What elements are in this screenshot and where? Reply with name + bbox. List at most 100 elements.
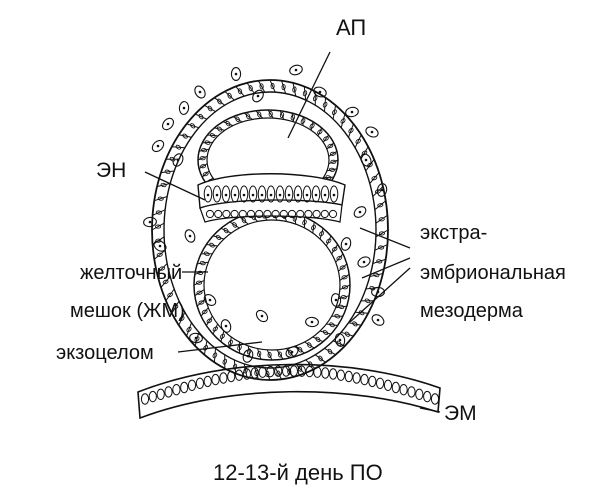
cell-nucleus bbox=[207, 194, 210, 197]
ring-link bbox=[223, 122, 233, 126]
cell-nucleus bbox=[345, 243, 348, 246]
cell-nucleus bbox=[189, 235, 192, 238]
cell-nucleus bbox=[339, 339, 342, 342]
ring-link bbox=[247, 83, 254, 94]
ring-link bbox=[327, 169, 337, 171]
ring-link bbox=[325, 98, 326, 112]
cell-nucleus bbox=[288, 194, 291, 197]
ring-link bbox=[292, 113, 294, 122]
label-extraembryonic-1: экстра- bbox=[420, 222, 487, 244]
ring-link bbox=[157, 184, 170, 187]
ring-link bbox=[349, 323, 362, 326]
cell-nucleus bbox=[159, 245, 162, 248]
ring-link bbox=[154, 250, 165, 259]
label-extraembryonic-2: эмбриональная bbox=[420, 262, 566, 284]
cell-nucleus bbox=[365, 159, 368, 162]
cell-nucleus bbox=[270, 194, 273, 197]
label-yolk-sac-2: мешок (ЖМ) bbox=[70, 300, 185, 322]
cell-nucleus bbox=[209, 299, 212, 302]
ring-link bbox=[187, 124, 199, 128]
label-ap: АП bbox=[336, 17, 366, 39]
cell-nucleus bbox=[306, 194, 309, 197]
cell-nucleus bbox=[297, 194, 300, 197]
cell-nucleus bbox=[195, 337, 198, 340]
cell-nucleus bbox=[319, 91, 322, 94]
ring-link bbox=[311, 122, 313, 131]
cell-nucleus bbox=[257, 95, 260, 98]
cell-nucleus bbox=[183, 107, 186, 110]
cell-nucleus bbox=[177, 159, 180, 162]
ring-link bbox=[214, 128, 225, 130]
label-exocoelom: экзоцелом bbox=[56, 342, 154, 364]
ring-link bbox=[213, 236, 224, 239]
cell-nucleus bbox=[279, 194, 282, 197]
cell-nucleus bbox=[225, 194, 228, 197]
cell-nucleus bbox=[333, 194, 336, 197]
ring-link bbox=[236, 87, 245, 97]
ring-link bbox=[376, 215, 388, 223]
ring-link bbox=[199, 149, 209, 151]
ring-link bbox=[179, 135, 192, 138]
cell-nucleus bbox=[311, 321, 314, 324]
cell-nucleus bbox=[335, 299, 338, 302]
figure-caption: 12-13-й день ПО bbox=[213, 462, 383, 484]
cell-nucleus bbox=[235, 73, 238, 76]
cell-nucleus bbox=[377, 319, 380, 322]
label-em: ЭМ bbox=[444, 403, 477, 425]
ring-link bbox=[152, 223, 164, 230]
cell-nucleus bbox=[167, 123, 170, 126]
ring-link bbox=[172, 147, 185, 148]
label-yolk-sac-1: желточный bbox=[80, 262, 182, 284]
label-en: ЭН bbox=[96, 160, 126, 182]
yolk-sac-links bbox=[194, 210, 350, 360]
ring-link bbox=[340, 274, 349, 280]
cell-nucleus bbox=[261, 315, 264, 318]
ring-link bbox=[341, 114, 345, 128]
cell-nucleus bbox=[157, 145, 160, 148]
cell-nucleus bbox=[199, 91, 202, 94]
cell-nucleus bbox=[351, 111, 354, 114]
ring-link bbox=[375, 201, 386, 210]
ring-link bbox=[202, 142, 213, 143]
cell-nucleus bbox=[247, 355, 250, 358]
ring-link bbox=[197, 262, 208, 264]
embryonic-disc bbox=[198, 174, 345, 222]
ring-link bbox=[318, 128, 322, 136]
endometrium-band bbox=[138, 364, 440, 418]
ring-link bbox=[326, 324, 337, 326]
ring-link bbox=[313, 222, 314, 233]
ring-link bbox=[277, 350, 283, 359]
cell-nucleus bbox=[315, 194, 318, 197]
cell-nucleus bbox=[295, 69, 298, 72]
cell-nucleus bbox=[261, 194, 264, 197]
cell-nucleus bbox=[363, 261, 366, 264]
cell-nucleus bbox=[291, 351, 294, 354]
ring-link bbox=[320, 331, 331, 334]
ring-link bbox=[370, 173, 379, 184]
cell-nucleus bbox=[234, 194, 237, 197]
cell-nucleus bbox=[225, 325, 228, 328]
label-extraembryonic-3: мезодерма bbox=[420, 300, 523, 322]
ring-link bbox=[320, 228, 323, 239]
ring-link bbox=[195, 290, 204, 296]
cell-nucleus bbox=[371, 131, 374, 134]
ring-link bbox=[333, 105, 336, 119]
ring-link bbox=[214, 348, 215, 362]
ring-link bbox=[207, 135, 218, 136]
cell-nucleus bbox=[216, 194, 219, 197]
ring-link bbox=[304, 87, 305, 101]
cell-nucleus bbox=[252, 194, 255, 197]
cell-nucleus bbox=[359, 211, 362, 214]
yolk-sac-ring bbox=[194, 210, 350, 360]
cell-nucleus bbox=[324, 194, 327, 197]
ring-link bbox=[225, 91, 235, 100]
cell-nucleus bbox=[381, 189, 384, 192]
cell-nucleus bbox=[243, 194, 246, 197]
ring-link bbox=[161, 171, 174, 173]
cell-nucleus bbox=[377, 291, 380, 294]
cell-nucleus bbox=[149, 221, 152, 224]
ring-link bbox=[206, 245, 217, 247]
ring-link bbox=[293, 83, 296, 96]
